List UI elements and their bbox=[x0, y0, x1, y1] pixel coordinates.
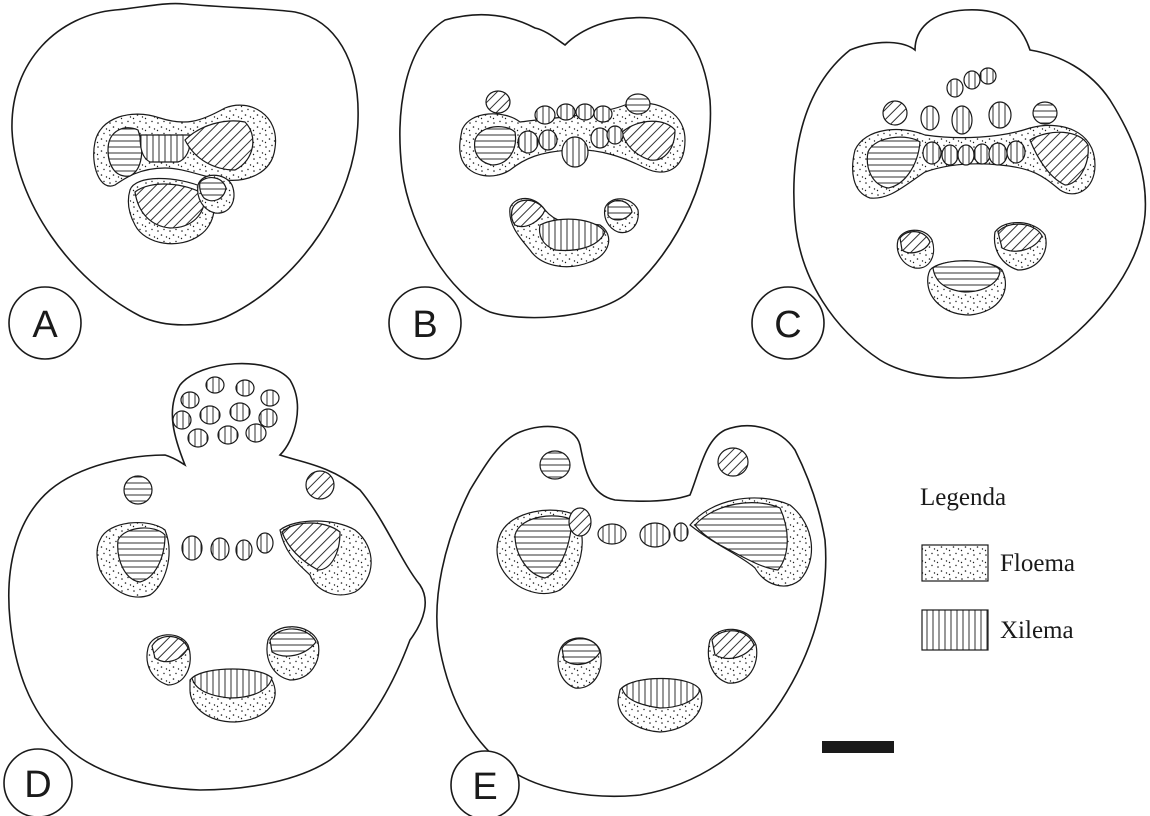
section-a: A bbox=[9, 4, 358, 359]
panel-letter-e: E bbox=[472, 766, 497, 808]
scale-bar bbox=[822, 741, 894, 753]
legend-xylem-swatch bbox=[922, 610, 988, 650]
section-d: D bbox=[4, 364, 425, 816]
section-b: B bbox=[389, 15, 710, 359]
panel-letter-a: A bbox=[32, 304, 58, 346]
legend-title: Legenda bbox=[920, 484, 1006, 511]
section-a-small-xylem bbox=[200, 178, 226, 201]
section-e-outline bbox=[437, 426, 826, 797]
legend-phloem-swatch bbox=[922, 545, 988, 581]
legend: Legenda Floema Xilema bbox=[920, 484, 1075, 650]
panel-letter-d: D bbox=[24, 764, 51, 806]
panel-letter-b: B bbox=[412, 304, 437, 346]
section-a-xylem-left bbox=[108, 128, 142, 176]
panel-letter-c: C bbox=[774, 304, 801, 346]
section-e-upper-left-bundle bbox=[540, 451, 570, 479]
section-d-upper-left-bundle bbox=[124, 476, 152, 504]
section-a-xylem-center bbox=[140, 135, 190, 162]
section-c-outline bbox=[794, 10, 1146, 378]
section-b-upper-left-bundle bbox=[486, 91, 510, 113]
legend-xylem-label: Xilema bbox=[1000, 617, 1074, 644]
section-e-upper-right-bundle bbox=[718, 448, 748, 476]
section-b-upper-right-bundle bbox=[626, 94, 650, 114]
section-c: C bbox=[752, 10, 1145, 378]
legend-phloem-label: Floema bbox=[1000, 550, 1075, 577]
section-d-upper-right-bundle bbox=[306, 471, 334, 499]
section-e: E bbox=[437, 426, 826, 816]
